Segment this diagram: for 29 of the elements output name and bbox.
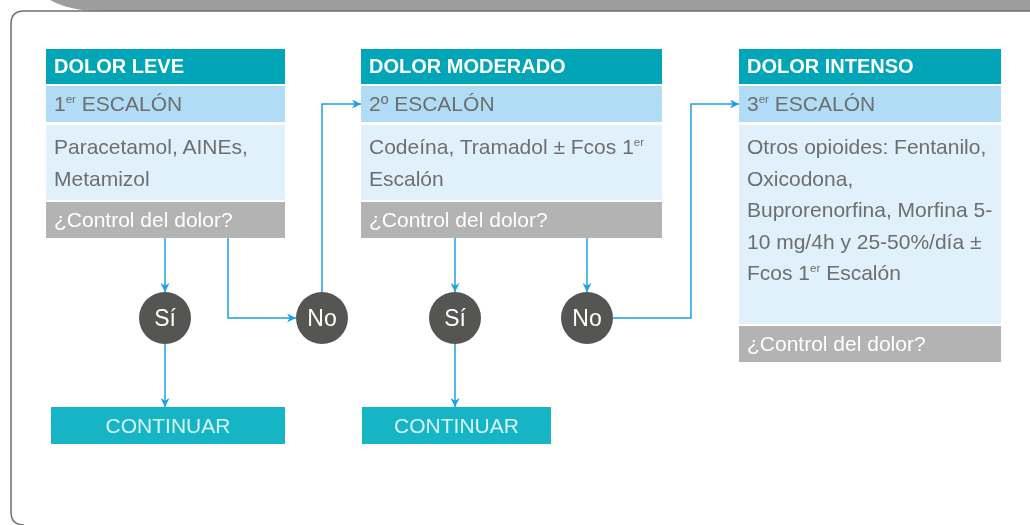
arrow xyxy=(450,237,460,293)
answer-circle: No xyxy=(296,292,348,344)
arrow xyxy=(582,237,592,293)
step-label: 3$^{er}$ ESCALÓN xyxy=(739,86,1001,122)
severity-header: DOLOR LEVE xyxy=(46,49,285,84)
step-card xyxy=(739,49,1001,362)
continue-bar: CONTINUAR xyxy=(51,407,285,444)
step-card xyxy=(361,49,662,238)
question-bar: ¿Control del dolor? xyxy=(361,202,662,238)
answer-circle: Sí xyxy=(139,292,191,344)
severity-header: DOLOR MODERADO xyxy=(361,49,662,84)
drug-list: Codeína, Tramadol ± Fcos 1$^{er}$ Escalón xyxy=(361,125,662,200)
arrow xyxy=(227,237,297,323)
arrow xyxy=(160,343,170,408)
step-label: 2º ESCALÓN xyxy=(361,86,662,122)
answer-circle: No xyxy=(561,292,613,344)
arrow xyxy=(321,99,362,293)
continue-bar: CONTINUAR xyxy=(362,407,551,444)
arrow xyxy=(450,343,460,408)
answer-circle: Sí xyxy=(429,292,481,344)
step-card xyxy=(46,49,285,238)
drug-list: Otros opioides: Fentanilo, Oxicodona, Buprorenorfina, Morfina 5-10 mg/4h y 25-50%/día ± Fcos 1$^{er}$ Escalón xyxy=(739,125,1001,324)
severity-header: DOLOR INTENSO xyxy=(739,49,1001,84)
question-bar: ¿Control del dolor? xyxy=(739,326,1001,362)
step-label: 1$^{er}$ ESCALÓN xyxy=(46,86,285,122)
question-bar: ¿Control del dolor? xyxy=(46,202,285,238)
arrow xyxy=(612,99,740,319)
arrow xyxy=(160,237,170,293)
drug-list: Paracetamol, AINEs, Metamizol xyxy=(46,125,285,200)
